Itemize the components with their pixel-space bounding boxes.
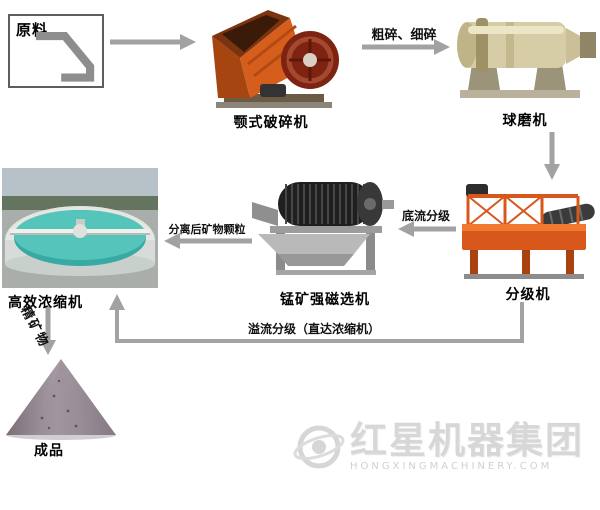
edge-label-separated-particles: 分离后矿物颗粒 xyxy=(168,223,246,236)
ball-mill-label: 球磨机 xyxy=(502,113,548,129)
watermark: 红星机器集团 HONGXINGMACHINERY.COM xyxy=(292,420,598,474)
magnetic-separator-image xyxy=(252,176,398,286)
raw-material-box: 原料 xyxy=(8,14,104,88)
edge-label-underflow: 底流分级 xyxy=(401,209,450,223)
product-pile-image xyxy=(4,356,116,440)
watermark-brand: 红星机器集团 xyxy=(350,418,584,462)
chute-icon xyxy=(35,31,95,82)
arrow-ballmill-to-classifier xyxy=(544,132,560,180)
jaw-crusher-label: 颚式破碎机 xyxy=(233,115,309,131)
classifier-label: 分级机 xyxy=(505,287,551,303)
ball-mill-image xyxy=(452,2,598,106)
globe-gear-logo-icon xyxy=(293,425,345,469)
thickener-image xyxy=(2,168,158,288)
edge-label-overflow: 溢流分级（直达浓缩机） xyxy=(247,322,380,336)
jaw-crusher-image xyxy=(196,2,346,110)
edge-label-crushing: 粗碎、细碎 xyxy=(371,28,437,43)
magnetic-separator-label: 锰矿强磁选机 xyxy=(280,292,370,308)
watermark-subtitle: HONGXINGMACHINERY.COM xyxy=(350,461,553,473)
product-label: 成品 xyxy=(34,443,64,459)
arrow-raw-to-crusher xyxy=(110,34,196,50)
classifier-image xyxy=(458,182,598,280)
thickener-label: 高效浓缩机 xyxy=(8,295,83,311)
